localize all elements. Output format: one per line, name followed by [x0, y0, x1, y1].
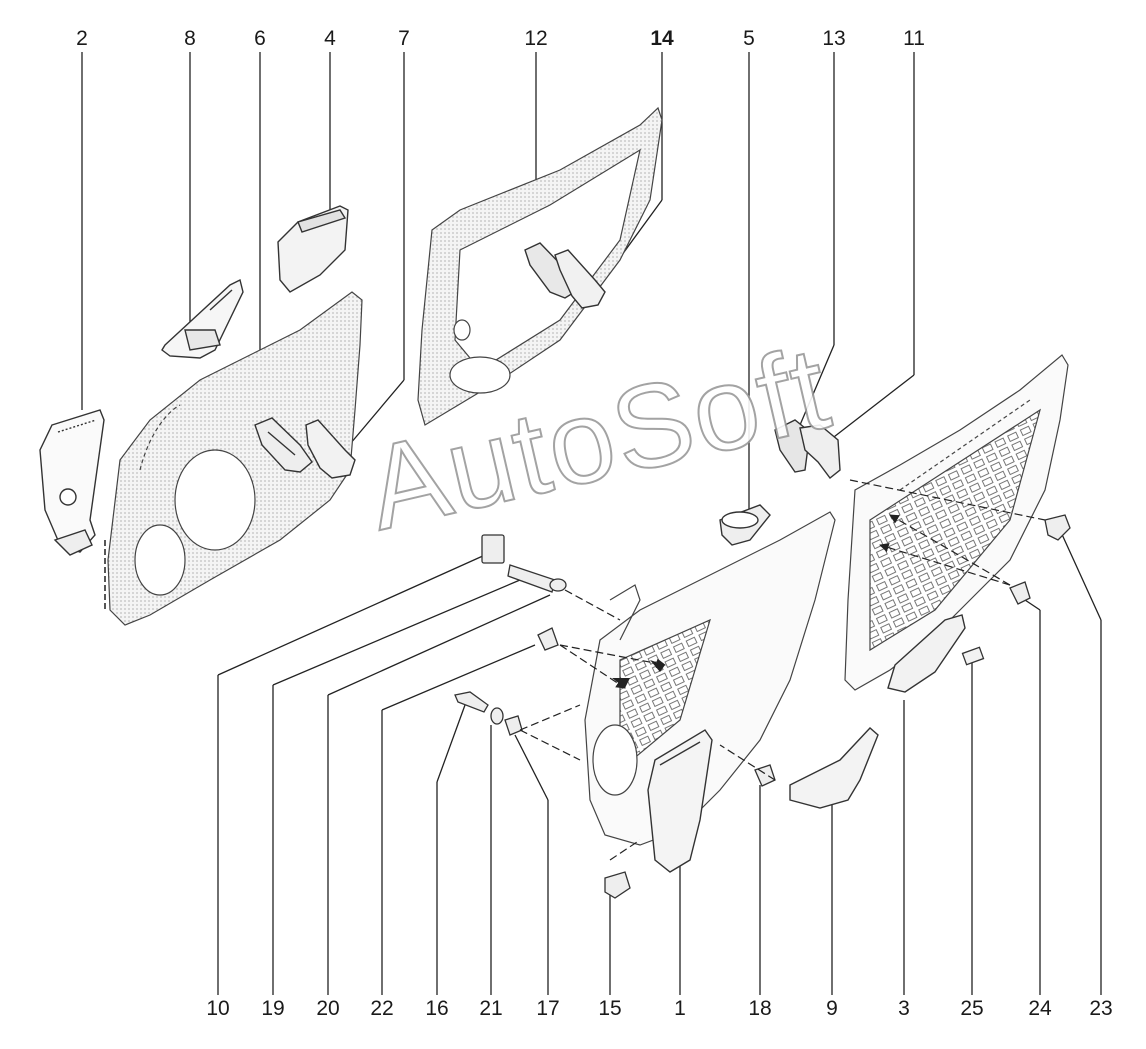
part-25-clip [961, 646, 985, 666]
callout-2: 2 [76, 27, 88, 50]
part-19-pin [507, 564, 556, 593]
right-door-panel [844, 354, 1069, 691]
part-11-mechanism [799, 424, 841, 479]
callout-22: 22 [370, 997, 394, 1020]
callout-18: 18 [748, 997, 772, 1020]
arrow-heads [612, 660, 665, 688]
part-24-clip [1009, 581, 1031, 605]
part-21-nut [490, 707, 504, 725]
part-9-bracket [789, 727, 879, 809]
part-4-pocket [277, 205, 349, 293]
part-10-clip [481, 534, 505, 564]
callout-19: 19 [261, 997, 285, 1020]
assembly-lines [519, 479, 1046, 861]
callout-1: 1 [674, 997, 686, 1020]
part-2-panel [39, 409, 105, 556]
part-8-bracket [161, 278, 244, 359]
callout-21: 21 [479, 997, 503, 1020]
callout-7: 7 [398, 27, 410, 50]
part-6-handle [254, 417, 313, 473]
part-17-clip [504, 715, 523, 736]
callout-14: 14 [650, 27, 674, 50]
callout-25: 25 [960, 997, 984, 1020]
part-20-washer [549, 578, 567, 592]
part-23-fastener [1044, 514, 1071, 541]
callout-12: 12 [524, 27, 548, 50]
callout-20: 20 [316, 997, 340, 1020]
callout-3: 3 [898, 997, 910, 1020]
part-15-fastener [604, 871, 631, 899]
leader-lines [81, 52, 1102, 995]
callout-8: 8 [184, 27, 196, 50]
left-door-panel [104, 291, 363, 626]
callout-6: 6 [254, 27, 266, 50]
callout-17: 17 [536, 997, 560, 1020]
callout-16: 16 [425, 997, 449, 1020]
callout-5: 5 [743, 27, 755, 50]
part-3-pad [887, 614, 966, 693]
callout-23: 23 [1089, 997, 1113, 1020]
part-1-cover [647, 729, 713, 873]
part-18-clip [754, 764, 776, 787]
part-14-handle-cover [554, 249, 606, 309]
part-7-handle-cover [305, 419, 356, 479]
callout-10: 10 [206, 997, 230, 1020]
callout-24: 24 [1028, 997, 1052, 1020]
callout-4: 4 [324, 27, 336, 50]
part-22-clip [537, 627, 559, 651]
callout-15: 15 [598, 997, 622, 1020]
callout-11: 11 [903, 27, 925, 50]
callout-13: 13 [822, 27, 846, 50]
center-door-panel [584, 511, 836, 846]
part-16-screw [454, 691, 489, 713]
part-5-cup [719, 504, 771, 546]
callout-9: 9 [826, 997, 838, 1020]
